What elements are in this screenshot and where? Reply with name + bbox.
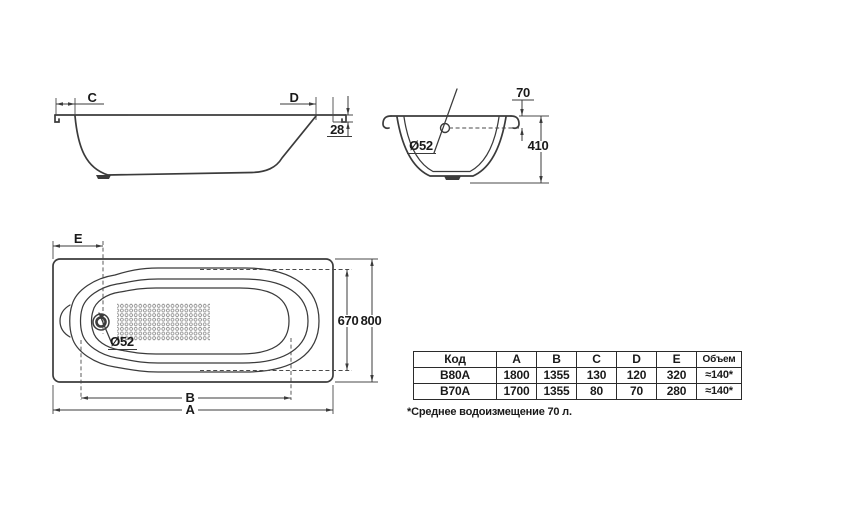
cell-b: 1355 — [536, 367, 577, 384]
cell-code: B80A — [413, 367, 497, 384]
cell-d: 120 — [616, 367, 657, 384]
tub-foot — [96, 175, 111, 179]
overflow-diameter-label: Ø52 — [409, 138, 433, 153]
plan-view-dimensions: E Ø52 670 800 B — [52, 231, 383, 417]
col-header-volume: Объем — [696, 351, 742, 368]
cell-e: 280 — [656, 383, 697, 400]
dim-label-d: D — [289, 90, 298, 105]
cell-d: 70 — [616, 383, 657, 400]
cell-c: 80 — [576, 383, 617, 400]
section-view-dimensions: Ø52 70 410 — [407, 85, 551, 184]
dim-label-outer-width: 800 — [361, 313, 382, 328]
section-view-profile — [382, 115, 520, 180]
cell-code: B70A — [413, 383, 497, 400]
side-view-profile — [54, 114, 347, 179]
cell-a: 1800 — [496, 367, 537, 384]
dim-label-a: A — [185, 402, 195, 417]
table-row: B70A 1700 1355 80 70 280 ≈140* — [413, 383, 742, 400]
anti-slip-pattern — [117, 303, 210, 341]
col-header-code: Код — [413, 351, 497, 368]
overflow-hole — [439, 122, 451, 134]
cell-volume: ≈140* — [696, 367, 742, 384]
dim-label-b: B — [185, 390, 194, 405]
dim-label-rim-height: 28 — [330, 122, 344, 137]
col-header-d: D — [616, 351, 657, 368]
dim-label-overflow-offset: 70 — [516, 85, 530, 100]
side-view-dimensions: C D 28 — [55, 90, 353, 137]
plan-view-profile — [52, 258, 334, 383]
col-header-c: C — [576, 351, 617, 368]
cell-e: 320 — [656, 367, 697, 384]
plan-view-drawing: E Ø52 670 800 B — [52, 231, 383, 417]
cell-a: 1700 — [496, 383, 537, 400]
footnote: *Среднее водоизмещение 70 л. — [407, 406, 572, 418]
side-view-drawing: C D 28 — [54, 90, 353, 179]
table-row: B80A 1800 1355 130 120 320 ≈140* — [413, 367, 742, 384]
dim-label-depth: 410 — [528, 138, 549, 153]
spec-table: Код A B C D E Объем B80A 1800 1355 130 1… — [413, 351, 742, 400]
dim-label-c: C — [87, 90, 97, 105]
col-header-a: A — [496, 351, 537, 368]
section-view-drawing: Ø52 70 410 — [382, 85, 551, 184]
dim-label-inner-length: 670 — [338, 313, 359, 328]
cell-volume: ≈140* — [696, 383, 742, 400]
col-header-b: B — [536, 351, 577, 368]
cell-b: 1355 — [536, 383, 577, 400]
tub-foot — [444, 176, 461, 180]
spec-table-header-row: Код A B C D E Объем — [413, 351, 742, 368]
cell-c: 130 — [576, 367, 617, 384]
col-header-e: E — [656, 351, 697, 368]
drain-diameter-label: Ø52 — [110, 334, 134, 349]
dim-label-e: E — [74, 231, 83, 246]
